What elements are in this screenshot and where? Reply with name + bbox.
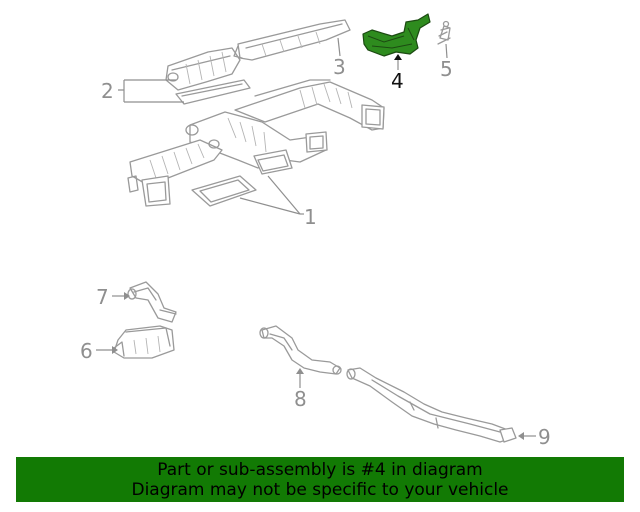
part-3-top-duct[interactable] — [233, 19, 351, 61]
part-9-long-duct[interactable] — [346, 367, 517, 443]
callout-4: 4 — [391, 69, 404, 93]
part-2-defrost-duct[interactable] — [165, 47, 251, 105]
leader-lines — [96, 37, 536, 440]
banner-line-2: Diagram may not be specific to your vehi… — [131, 479, 509, 500]
part-7-curved-duct[interactable] — [127, 281, 177, 323]
part-6-lower-duct[interactable] — [113, 325, 175, 359]
callout-3: 3 — [333, 55, 346, 79]
callout-6: 6 — [80, 339, 93, 363]
part-1-main-duct[interactable] — [127, 79, 385, 207]
part-5-clip[interactable] — [437, 20, 451, 45]
info-banner: Part or sub-assembly is #4 in diagram Di… — [16, 457, 624, 502]
part-8-floor-duct[interactable] — [259, 325, 342, 375]
callout-7: 7 — [96, 285, 109, 309]
callout-9: 9 — [538, 425, 551, 449]
callout-1: 1 — [304, 205, 317, 229]
callout-8: 8 — [294, 387, 307, 411]
banner-line-1: Part or sub-assembly is #4 in diagram — [157, 459, 483, 480]
part-4-highlighted-duct[interactable] — [362, 13, 431, 57]
callout-2: 2 — [101, 79, 114, 103]
part-1-vent-bezel[interactable] — [191, 175, 257, 207]
callout-5: 5 — [440, 57, 453, 81]
